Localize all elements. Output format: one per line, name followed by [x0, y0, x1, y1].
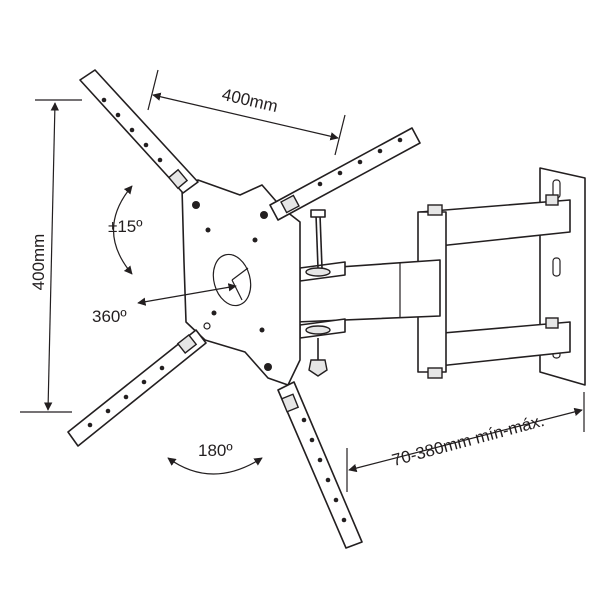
bracket-top-left: [79, 69, 199, 194]
extension-dimension: 70-380mm mín-máx.: [346, 392, 585, 492]
bracket-bottom-right: [277, 381, 363, 549]
articulating-arm: [295, 194, 571, 379]
height-dimension-label: 400mm: [29, 234, 48, 291]
rotation-label: 360º: [92, 307, 127, 326]
bracket-bottom-left: [67, 329, 207, 447]
tilt-indicator: ±15º: [108, 185, 142, 275]
swivel-indicator: 180º: [167, 441, 263, 475]
extension-label: 70-380mm mín-máx.: [390, 411, 546, 470]
bracket-top-right: [269, 127, 421, 221]
rotation-indicator: 360º: [92, 283, 237, 326]
height-dimension: 400mm: [20, 99, 82, 413]
width-dimension-label: 400mm: [220, 85, 280, 116]
swivel-label: 180º: [198, 441, 233, 460]
tilt-label: ±15º: [108, 217, 142, 236]
width-dimension: 400mm: [147, 69, 346, 156]
